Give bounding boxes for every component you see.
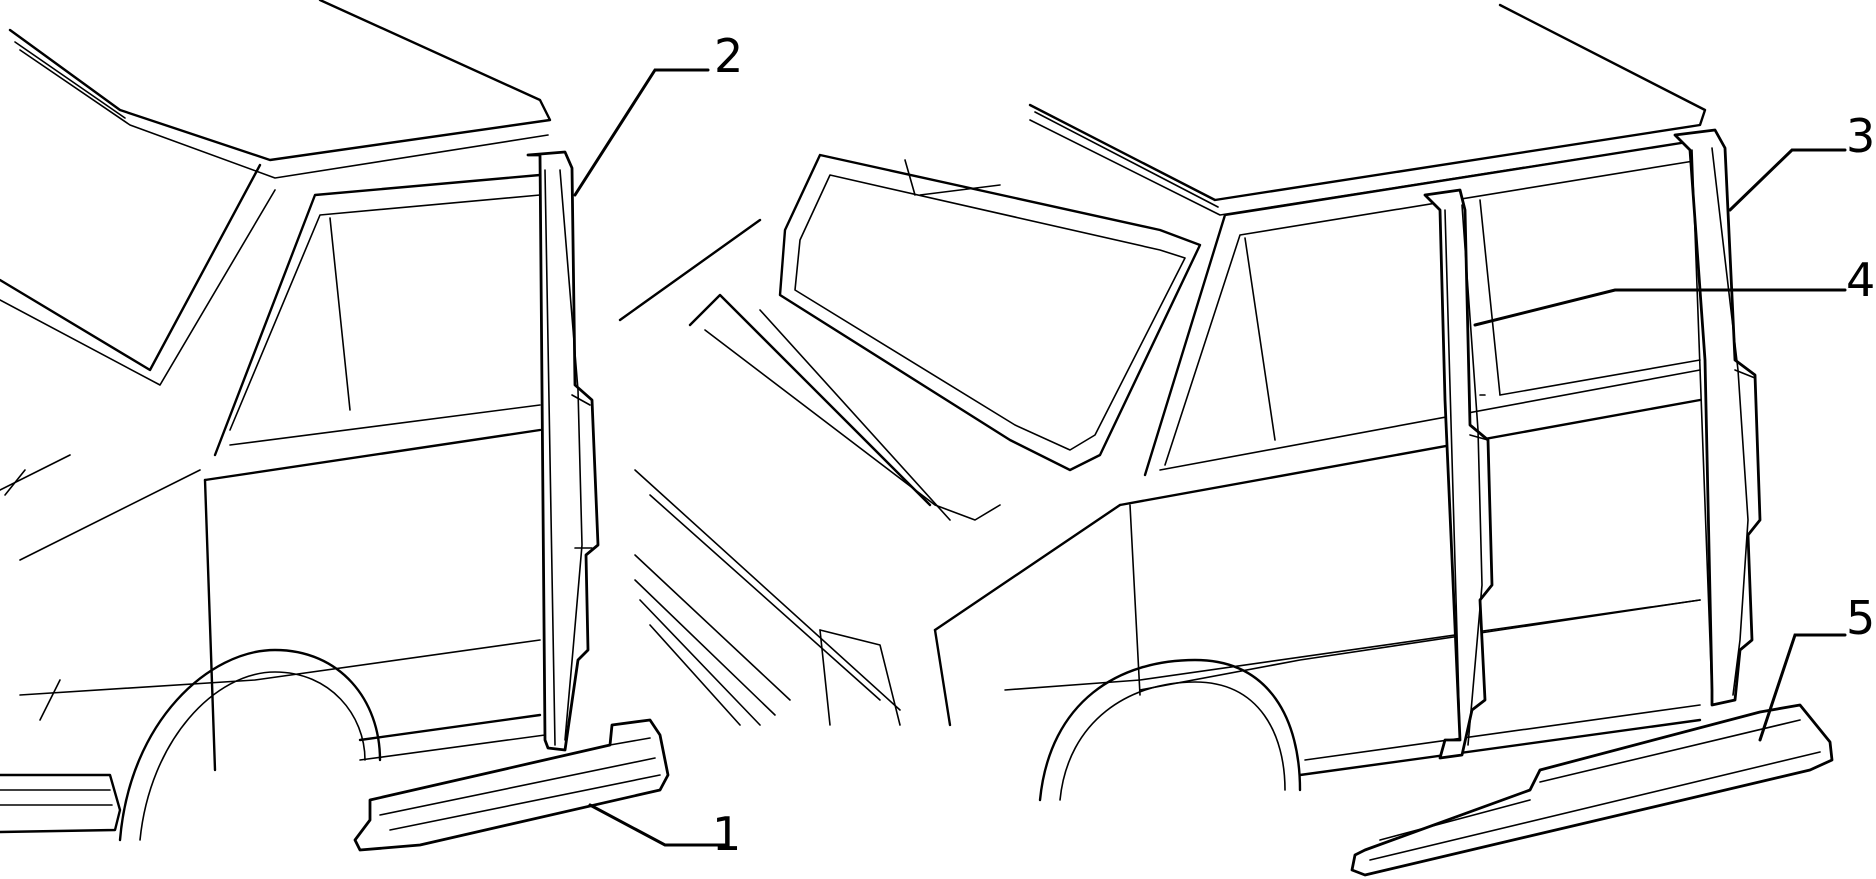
callout-3: 3 (1846, 109, 1875, 163)
part-4-middle-pillar (1423, 188, 1494, 760)
leader-4 (1473, 288, 1847, 327)
left-van-outline (0, 0, 552, 842)
callout-2: 2 (714, 29, 743, 83)
callout-numbers: 1 2 3 4 5 (712, 29, 1875, 861)
callout-4: 4 (1846, 253, 1875, 307)
leader-2 (573, 68, 710, 197)
leader-3 (1728, 148, 1847, 212)
part-5-sill-section (1350, 703, 1834, 877)
part-3-rear-pillar (1673, 128, 1762, 707)
leader-5 (1758, 633, 1847, 742)
callout-1: 1 (712, 807, 741, 861)
right-van-outline (618, 3, 1707, 802)
leader-1 (588, 803, 727, 847)
leader-lines (573, 68, 1847, 847)
part-1-sill-section (353, 718, 670, 852)
callout-5: 5 (1846, 591, 1875, 645)
part-2-pillar-reinforcement (526, 150, 600, 752)
